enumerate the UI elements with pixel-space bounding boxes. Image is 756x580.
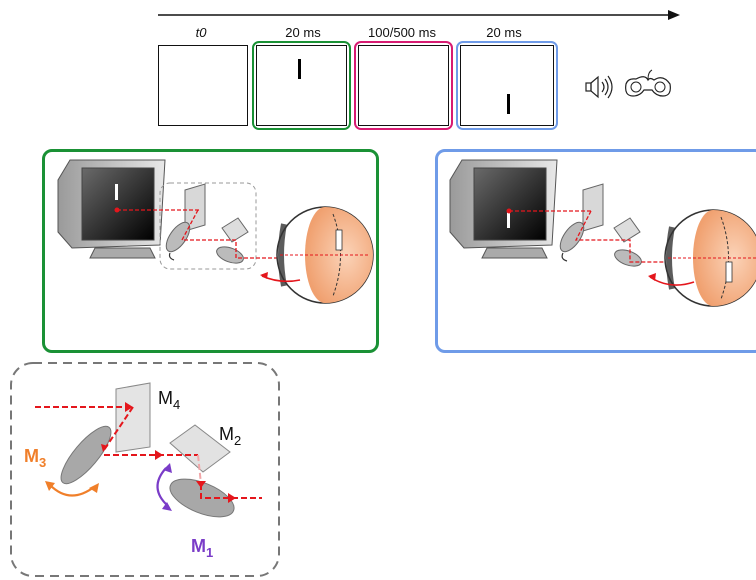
- label-100-500ms: 100/500 ms: [368, 25, 436, 40]
- label-m2: M2: [219, 424, 241, 448]
- frame-t0: [158, 45, 248, 126]
- timeline-arrowhead: [668, 10, 680, 20]
- detail-mirror-m2: [169, 424, 231, 473]
- laser-path-blue: [509, 210, 694, 263]
- mirror-m4-blue: [582, 183, 604, 232]
- mirror-m2-green: [221, 217, 249, 243]
- m1-rotation-arrow: [156, 467, 169, 507]
- gamepad-icon: [625, 69, 671, 97]
- mirrors-green: [165, 183, 249, 264]
- label-m1: M1: [191, 536, 213, 560]
- detail-mirror-m4: [115, 382, 151, 453]
- detail-laser-faint: [197, 454, 202, 485]
- label-t0: t0: [195, 25, 207, 40]
- monitor-green: [57, 159, 166, 259]
- m3-rotation-arrow: [49, 484, 95, 497]
- label-20ms-1: 20 ms: [285, 25, 321, 40]
- mirror-m4-green: [184, 183, 206, 232]
- frame-stimulus-2: [460, 45, 554, 126]
- monitor-blue: [449, 159, 558, 259]
- monitor-bar-blue: [507, 212, 510, 228]
- mirrors-blue: [559, 183, 642, 267]
- detail-laser-arrowheads: [101, 402, 236, 503]
- frame-highlight-magenta: [354, 41, 453, 130]
- eye-blue: [648, 209, 756, 307]
- mirror-m3-blue: [559, 221, 585, 253]
- mirror-m3-green: [165, 221, 191, 253]
- mirror-detail-inset: [10, 362, 280, 577]
- detail-mirror-m3: [60, 425, 112, 485]
- frame-highlight-green: [252, 41, 351, 130]
- mirror-m1-green: [216, 246, 244, 264]
- mirror-m2-blue: [613, 217, 641, 243]
- frame-highlight-blue: [456, 41, 558, 130]
- label-20ms-2: 20 ms: [486, 25, 522, 40]
- label-m4: M4: [158, 388, 180, 412]
- speaker-icon: [585, 75, 613, 99]
- mirror-detail-drawing: [35, 382, 262, 518]
- eye-green: [260, 206, 374, 304]
- frame-blank-interval: [358, 45, 449, 126]
- mirror-m1-blue: [614, 249, 642, 267]
- setup-panel-green: [42, 149, 379, 353]
- monitor-bar-green: [115, 184, 118, 200]
- label-m3: M3: [24, 446, 46, 470]
- stimulus-bar-top: [298, 59, 301, 79]
- detail-laser-path: [35, 406, 262, 499]
- mirror-box-dashed: [159, 182, 257, 270]
- stimulus-bar-bottom: [507, 94, 510, 114]
- frame-stimulus-1: [256, 45, 347, 126]
- setup-panel-blue: [435, 149, 756, 353]
- laser-path-green: [117, 209, 296, 259]
